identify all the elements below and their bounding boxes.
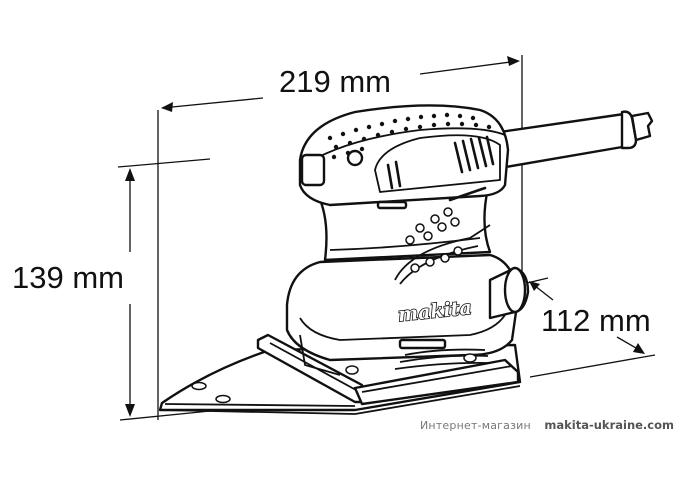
depth-dimension-lines xyxy=(526,277,656,378)
depth-dimension-label: 112 mm xyxy=(541,303,651,338)
shop-label: Интернет-магазин xyxy=(420,419,531,432)
height-dimension-label: 139 mm xyxy=(12,260,124,295)
height-dimension-lines xyxy=(117,158,211,421)
base-plate xyxy=(158,333,522,415)
footer-watermark: Интернет-магазин makita-ukraine.com xyxy=(420,418,674,432)
power-cord xyxy=(498,110,654,170)
site-link[interactable]: makita-ukraine.com xyxy=(544,418,675,432)
width-dimension-lines xyxy=(157,55,523,420)
top-cap xyxy=(298,104,510,210)
grip-section xyxy=(316,186,492,285)
width-dimension-label: 219 mm xyxy=(279,64,391,99)
lower-housing: makita xyxy=(285,253,530,376)
